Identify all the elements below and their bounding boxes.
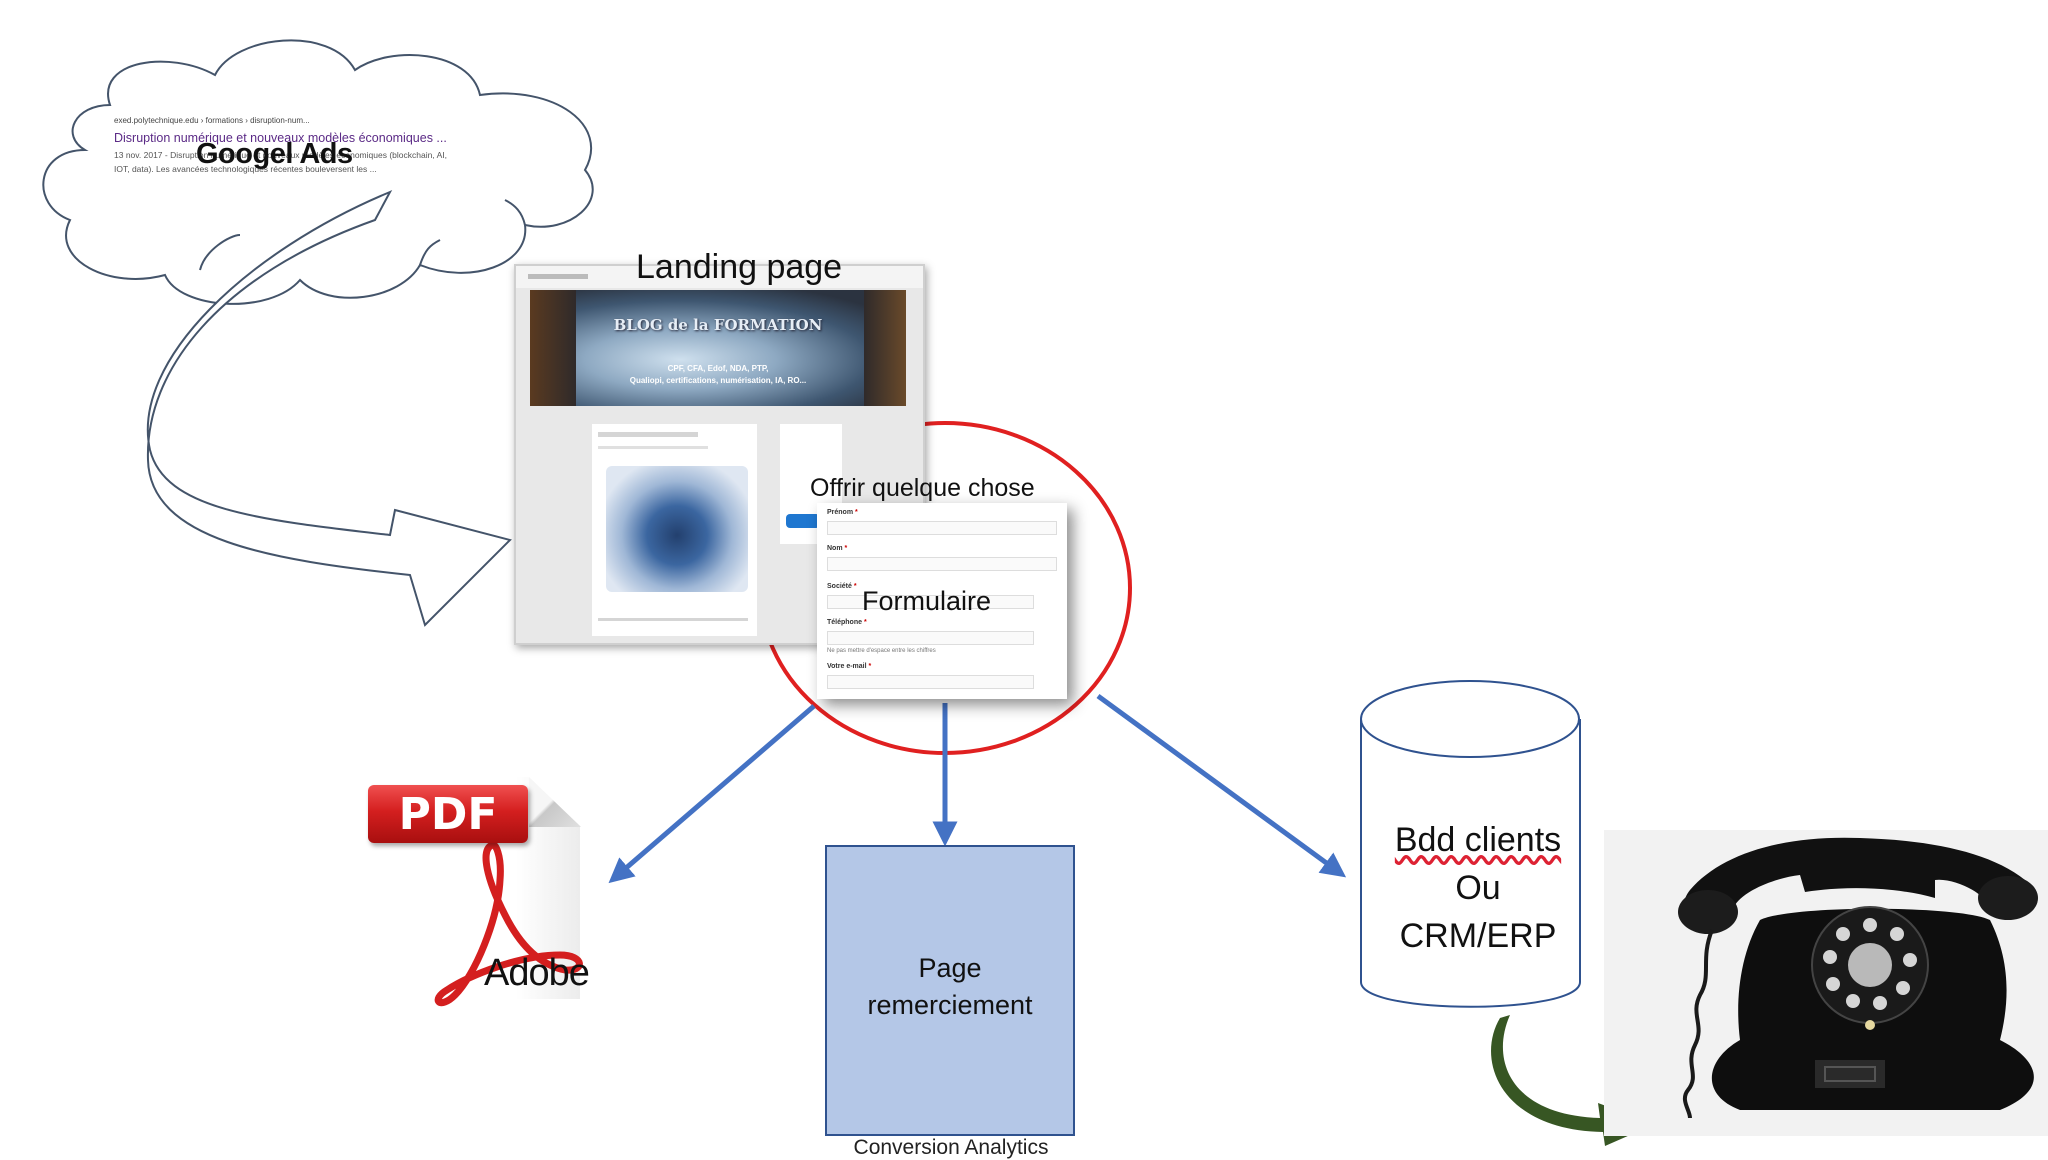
curved-arrow: [146, 190, 512, 627]
thanks-line1: Page: [918, 953, 982, 983]
sidebar-button[interactable]: [786, 514, 820, 528]
handset-earpiece: [1678, 890, 1738, 934]
db-line1-text: Bdd clients: [1394, 821, 1562, 859]
field-label-text: Votre e-mail: [827, 663, 867, 670]
arrow-to-db: [1096, 693, 1347, 878]
arrow-to-pdf: [608, 704, 816, 884]
banner-left-panel: [530, 290, 576, 406]
field-label-text: Nom: [827, 545, 843, 552]
dial-stop: [1865, 1020, 1875, 1030]
db-line3: CRM/ERP: [1399, 917, 1557, 955]
offer-label: Offrir quelque chose: [810, 474, 1035, 502]
phone-hint: Ne pas mettre d'espace entre les chiffre…: [827, 648, 936, 654]
post-image: [606, 466, 748, 592]
form-mockup: Prénom * Nom * Société * Téléphone * Ne …: [817, 503, 1067, 699]
field-label-text: Téléphone: [827, 619, 863, 626]
form-label: Formulaire: [862, 586, 992, 616]
db-line1: Bdd clients: [1368, 816, 1588, 864]
post-meta: [598, 446, 708, 449]
field-label-firstname: Prénom *: [827, 509, 858, 516]
handset-mouthpiece: [1978, 876, 2038, 920]
phone-input[interactable]: [827, 631, 1034, 645]
cloud-shape: [42, 39, 594, 305]
telephone-drawer: [1815, 1060, 1885, 1088]
firstname-input[interactable]: [827, 521, 1057, 535]
banner-line2: Qualiopi, certifications, numérisation, …: [629, 376, 807, 385]
telephone-cord: [1682, 929, 1714, 1119]
dial-center: [1848, 943, 1892, 987]
required-mark: *: [868, 663, 872, 670]
banner-title: BLOG de la FORMATION: [613, 316, 823, 334]
field-label-text: Prénom: [827, 509, 854, 516]
acrobat-swirl-icon: [434, 841, 583, 1007]
cloud-label: Googel Ads: [196, 138, 353, 170]
required-mark: *: [844, 545, 848, 552]
database-label: Bdd clients Ou CRM/ERP: [1368, 816, 1588, 960]
ads-title[interactable]: Disruption numérique et nouveaux modèles…: [114, 131, 447, 145]
post-heading: [598, 432, 698, 437]
required-mark: *: [855, 509, 858, 516]
landing-label: Landing page: [636, 248, 843, 286]
pdf-badge-text: PDF: [398, 789, 498, 840]
thanks-line2: remerciement: [867, 990, 1033, 1020]
adobe-brand-text: Adobe: [484, 952, 590, 994]
telephone-handset: [1684, 837, 2031, 916]
banner-line1: CPF, CFA, Edof, NDA, PTP,: [667, 364, 769, 373]
company-input[interactable]: [827, 595, 1034, 609]
banner-right-panel: [864, 290, 906, 406]
required-mark: *: [853, 583, 857, 590]
thank-you-text: Page remerciement: [825, 950, 1075, 1024]
field-label-lastname: Nom *: [827, 545, 847, 552]
ads-snippet-line1: 13 nov. 2017 - Disruption numérique et n…: [114, 150, 447, 160]
field-label-phone: Téléphone *: [827, 619, 867, 626]
landing-topbar: [516, 266, 923, 288]
required-mark: *: [863, 619, 867, 626]
field-label-text: Société: [827, 583, 852, 590]
ads-snippet-line2: IOT, data). Les avancées technologiques …: [114, 164, 377, 174]
post-caption: [598, 618, 748, 621]
database-cylinder: [1360, 680, 1581, 1008]
landing-brand: [528, 274, 588, 279]
ads-snippet: exed.polytechnique.edu › formations › di…: [114, 114, 524, 176]
dial-holes: [1823, 918, 1917, 1010]
field-label-company: Société *: [827, 583, 857, 590]
ads-url: exed.polytechnique.edu › formations › di…: [114, 116, 310, 125]
field-label-email: Votre e-mail *: [827, 663, 871, 670]
landing-banner: BLOG de la FORMATION CPF, CFA, Edof, NDA…: [530, 290, 906, 406]
lastname-input[interactable]: [827, 557, 1057, 571]
email-input[interactable]: [827, 675, 1034, 689]
thank-you-page-box: [825, 845, 1075, 1136]
pdf-badge: [368, 785, 528, 843]
db-line2: Ou: [1455, 869, 1501, 907]
landing-post: [592, 424, 757, 636]
drawer-handle: [1824, 1066, 1876, 1082]
